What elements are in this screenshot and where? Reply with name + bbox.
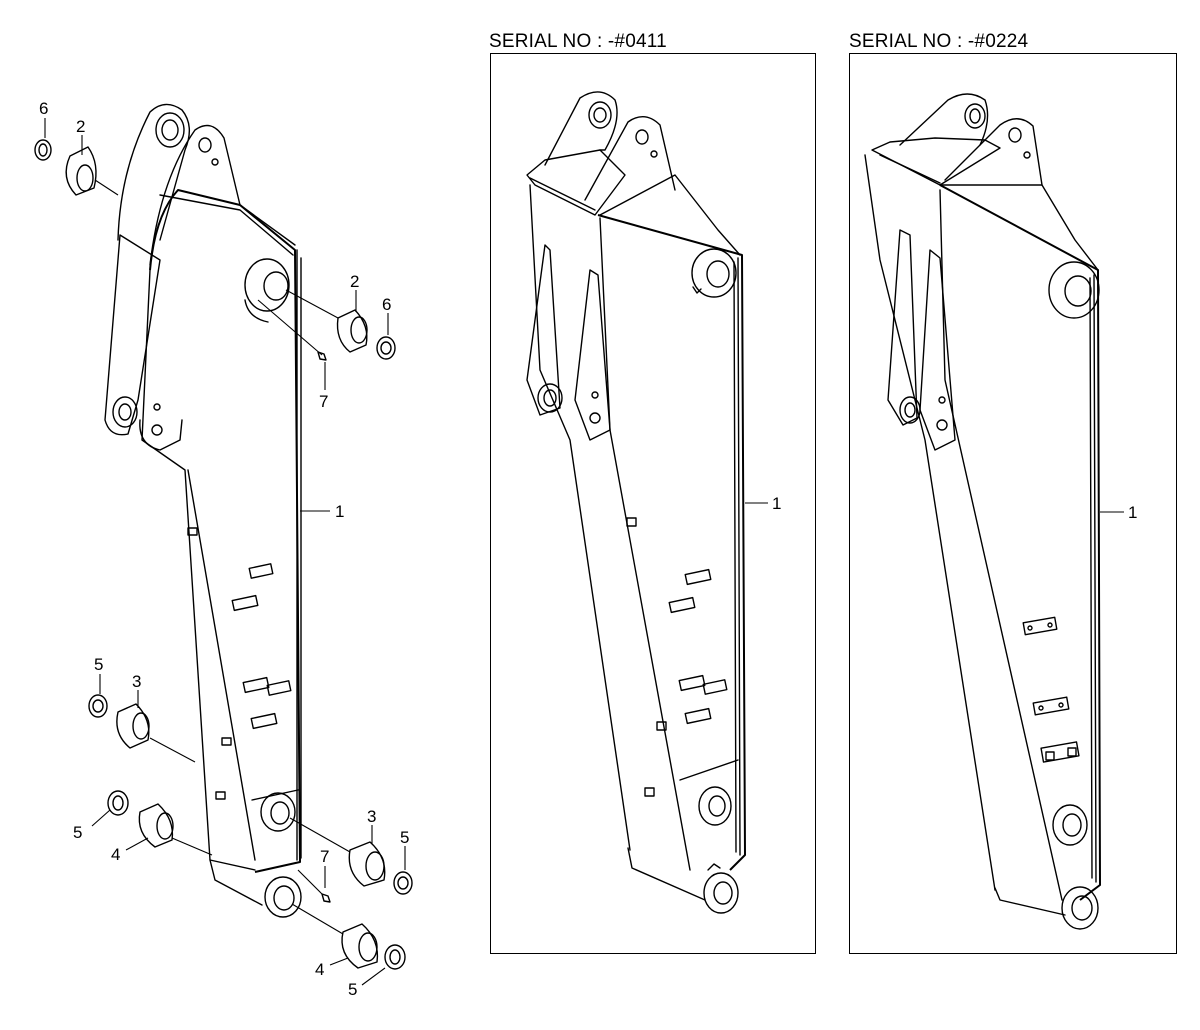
callout-shim-mid-left: 5 [94,655,103,674]
bushing-top-left [65,146,97,196]
bolt-top [317,351,327,361]
panel-2-arm: 1 [864,93,1137,930]
callout-shim-bottom: 5 [348,980,357,999]
shim-top-right [376,336,396,360]
main-callout-leaders [44,118,406,986]
callout-bolt-top: 7 [319,392,328,411]
bushing-bottom [341,923,379,969]
main-callout-labels: 6 2 2 6 7 1 5 3 5 4 3 5 7 4 5 [39,99,409,999]
shim-low-left [107,790,129,816]
serial-label-panel-2: SERIAL NO : -#0224 [849,31,1029,52]
bushing-mid-right [348,841,386,887]
shim-top-left [34,139,52,161]
shim-mid-right [393,871,413,895]
bushing-low-left [138,803,174,848]
panel-2-callout-arm: 1 [1128,503,1137,522]
bolt-bottom [321,893,331,903]
callout-arm: 1 [335,502,344,521]
callout-shim-mid-right: 5 [400,828,409,847]
callout-bushing-top-right: 2 [350,272,359,291]
serial-label-panel-1: SERIAL NO : -#0411 [489,31,667,52]
shim-bottom [384,944,406,970]
main-arm-parts [34,139,413,970]
callout-bushing-top-left: 2 [76,117,85,136]
bushing-top-right [336,309,368,353]
panel-1-arm: 1 [526,91,781,914]
callout-bushing-bottom: 4 [315,960,324,979]
panel-1-callout-arm: 1 [772,494,781,513]
main-arm-assembly [104,103,302,918]
callout-bolt-bottom: 7 [320,847,329,866]
callout-shim-top-right: 6 [382,295,391,314]
callout-shim-top-left: 6 [39,99,48,118]
shim-mid-left [88,694,108,718]
callout-bushing-low-left: 4 [111,845,120,864]
panel-frame-2 [849,53,1177,954]
callout-bushing-mid-right: 3 [367,807,376,826]
callout-shim-low-left: 5 [73,823,82,842]
panel-frame-1 [490,53,816,954]
callout-bushing-mid-left: 3 [132,672,141,691]
